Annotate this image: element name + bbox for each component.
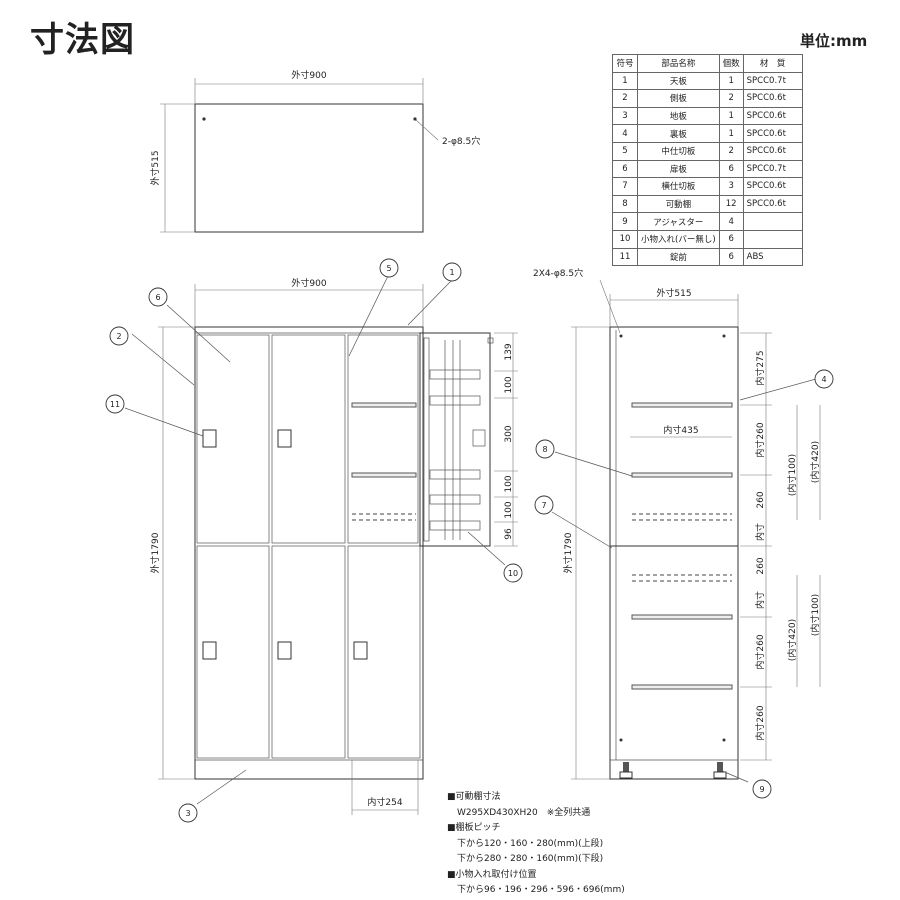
top-depth-label: 外寸515 <box>149 150 161 185</box>
callout-number: 6 <box>155 293 160 302</box>
note-line: ■可動棚寸法 <box>447 792 501 802</box>
dim-label: 139 <box>504 343 514 360</box>
note-line: ■棚板ピッチ <box>447 823 501 833</box>
bracket-dim-label: (内寸100) <box>809 594 821 636</box>
door-lower-1 <box>196 545 270 759</box>
callout-number: 11 <box>110 400 120 409</box>
top-width-label: 外寸900 <box>291 69 326 81</box>
page-title: 寸法図 <box>30 20 135 60</box>
bracket-dim-label: (内寸420) <box>809 441 821 483</box>
lock-icon <box>353 641 368 660</box>
door-lower-3 <box>347 545 421 759</box>
dim-label: 内寸260 <box>754 422 766 457</box>
door-upper-2 <box>271 334 346 544</box>
inner-depth-label: 内寸435 <box>663 424 698 436</box>
lock-icon <box>202 429 217 448</box>
table-cell: ABS <box>742 247 803 267</box>
dim-label: 100 <box>504 376 514 393</box>
note-line: 下から280・280・160(mm)(下段) <box>457 854 604 864</box>
table-cell: 11 <box>612 247 638 267</box>
callout-circle <box>814 369 834 389</box>
dim-label: 内寸275 <box>754 350 766 385</box>
table-cell: 4 <box>718 212 744 231</box>
front-width-label: 外寸900 <box>291 277 326 289</box>
lock-icon <box>277 429 292 448</box>
door-upper-1 <box>196 334 270 544</box>
callout-number: 10 <box>508 569 518 578</box>
side-view: 内寸435 外寸515 2X4-φ8.5穴 外寸1790 内寸275 内 <box>533 267 821 780</box>
note-line: ■小物入れ取付け位置 <box>447 869 537 880</box>
callout-circle <box>148 287 168 307</box>
callout-number: 1 <box>449 268 454 277</box>
top-hole-label: 2-φ8.5穴 <box>442 135 480 147</box>
callout-circle <box>503 563 523 583</box>
callout-circle <box>534 495 554 515</box>
callout-number: 8 <box>542 445 547 454</box>
callout-number: 5 <box>386 264 391 273</box>
table-cell: 6 <box>718 247 744 267</box>
front-view: 139 100 300 100 100 96 外寸900 外寸1790 内寸25… <box>149 277 518 815</box>
open-door <box>419 332 491 547</box>
dim-label: 300 <box>504 425 514 442</box>
table-cell: 3 <box>612 106 638 126</box>
top-view: 外寸900 外寸515 2-φ8.5穴 <box>149 69 480 233</box>
top-hole <box>202 117 206 121</box>
note-line: W295XD430XH20 ※全列共通 <box>457 807 591 818</box>
dim-label: 内寸 <box>754 523 766 541</box>
dim-label: 96 <box>504 528 514 540</box>
side-hole-label: 2X4-φ8.5穴 <box>533 267 583 279</box>
note-line: 下から120・160・280(mm)(上段) <box>457 838 604 849</box>
callout-number: 2 <box>116 332 121 341</box>
inner-width-label: 内寸254 <box>367 796 402 808</box>
unit-label: 単位:mm <box>800 32 868 50</box>
dim-label: 内寸260 <box>754 705 766 740</box>
bracket-dim-label: (内寸420) <box>786 619 798 661</box>
dim-label: 260 <box>756 491 766 508</box>
callout-circle <box>752 779 772 799</box>
callout-number: 3 <box>185 809 190 818</box>
callout-number: 9 <box>759 785 764 794</box>
lock-icon <box>202 641 217 660</box>
dim-label: 100 <box>504 475 514 492</box>
dim-label: 内寸260 <box>754 634 766 669</box>
callout-circle <box>442 262 462 282</box>
side-outline <box>609 326 739 780</box>
dim-label: 内寸 <box>754 591 766 609</box>
open-compartment <box>347 334 419 544</box>
callout-number: 4 <box>821 375 826 384</box>
callouts: 1 2 3 4 5 6 7 8 9 10 11 <box>105 258 834 823</box>
door-lower-2 <box>271 545 346 759</box>
side-width-label: 外寸515 <box>656 287 691 299</box>
bracket-dim-label: (内寸100) <box>786 454 798 496</box>
lock-icon <box>277 641 292 660</box>
callout-circle <box>109 326 129 346</box>
top-view-outline <box>194 103 424 233</box>
side-height-label: 外寸1790 <box>562 532 574 573</box>
notes-block: ■可動棚寸法 W295XD430XH20 ※全列共通 ■棚板ピッチ下から120・16… <box>447 790 625 899</box>
dim-label: 100 <box>504 501 514 518</box>
front-outline <box>194 326 424 780</box>
top-hole <box>413 117 417 121</box>
callout-circle <box>105 394 125 414</box>
table-cell: 2 <box>718 141 744 161</box>
note-line: 下から96・196・296・596・696(mm) <box>457 885 625 895</box>
callout-number: 7 <box>541 501 546 510</box>
callout-circle <box>178 803 198 823</box>
front-height-label: 外寸1790 <box>149 532 161 573</box>
callout-circle <box>535 439 555 459</box>
dim-label: 260 <box>756 557 766 574</box>
parts-table-header: 符号部品名称個数材 質 <box>612 54 803 73</box>
callout-circle <box>379 258 399 278</box>
